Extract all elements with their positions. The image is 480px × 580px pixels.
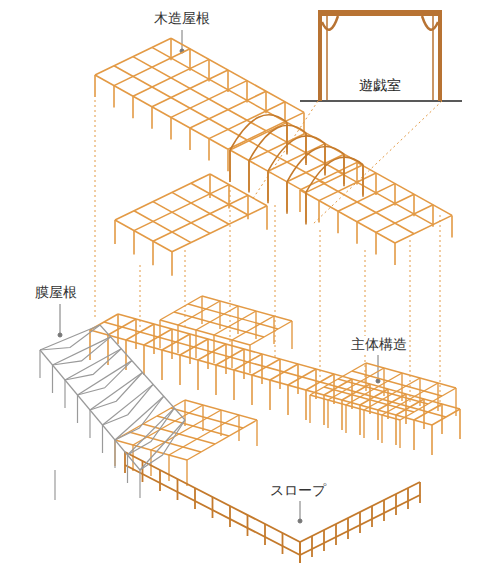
timber-frame (90, 314, 460, 455)
part-label: 主体構造 (349, 336, 409, 353)
timber-frame (310, 363, 456, 448)
timber-frame (115, 400, 257, 486)
leader-lines (58, 30, 380, 523)
timber-frame (95, 38, 304, 171)
room-name: 遊戯室 (353, 76, 407, 95)
part-label: 膜屋根 (33, 284, 79, 301)
timber-frame (230, 122, 363, 222)
timber-frames (40, 38, 460, 563)
timber-frame (115, 174, 267, 276)
part-label: スロープ (268, 482, 328, 499)
inset-frame: 遊戯室 (318, 10, 442, 101)
timber-frame (160, 296, 292, 373)
part-label: 木造屋根 (152, 10, 212, 27)
timber-frame (300, 162, 452, 265)
projection-lines (95, 100, 442, 410)
inset-section (300, 16, 462, 101)
